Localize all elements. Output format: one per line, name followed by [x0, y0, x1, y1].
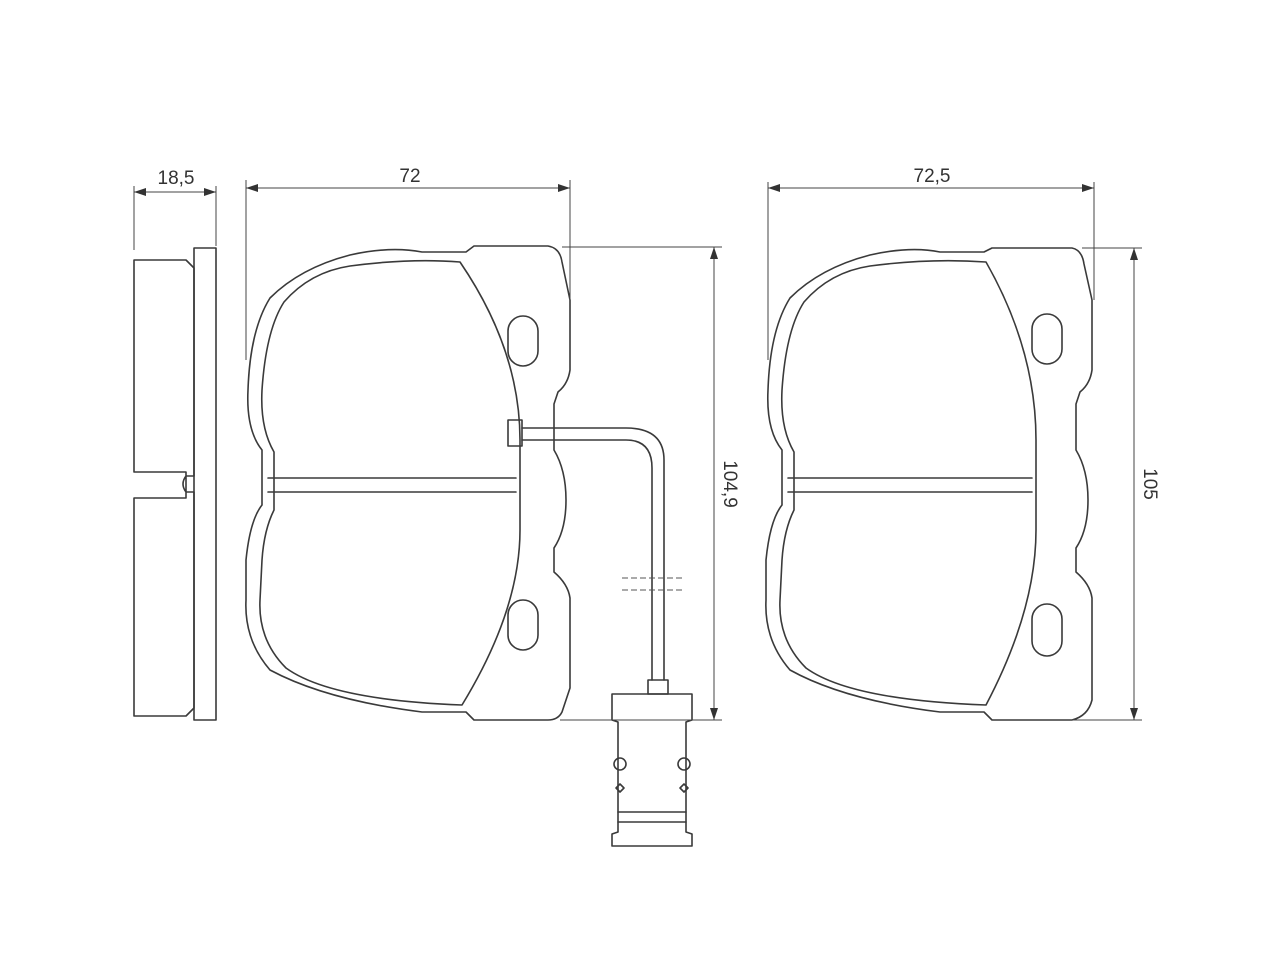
right-height-label: 105: [1139, 468, 1160, 500]
side-view-pad: [133, 247, 217, 721]
left-width-dimension: 72: [245, 166, 571, 360]
thickness-dimension: 18,5: [133, 168, 217, 250]
left-pad-front-view: [245, 245, 571, 721]
wear-sensor: [507, 419, 693, 847]
left-height-dimension: 104,9: [560, 246, 740, 721]
left-height-label: 104,9: [719, 460, 740, 508]
right-height-dimension: 105: [1072, 247, 1160, 721]
right-width-label: 72,5: [914, 166, 951, 187]
right-pad-front-view: [765, 247, 1093, 721]
left-width-label: 72: [399, 166, 420, 187]
right-width-dimension: 72,5: [767, 166, 1095, 360]
thickness-label: 18,5: [158, 168, 195, 189]
